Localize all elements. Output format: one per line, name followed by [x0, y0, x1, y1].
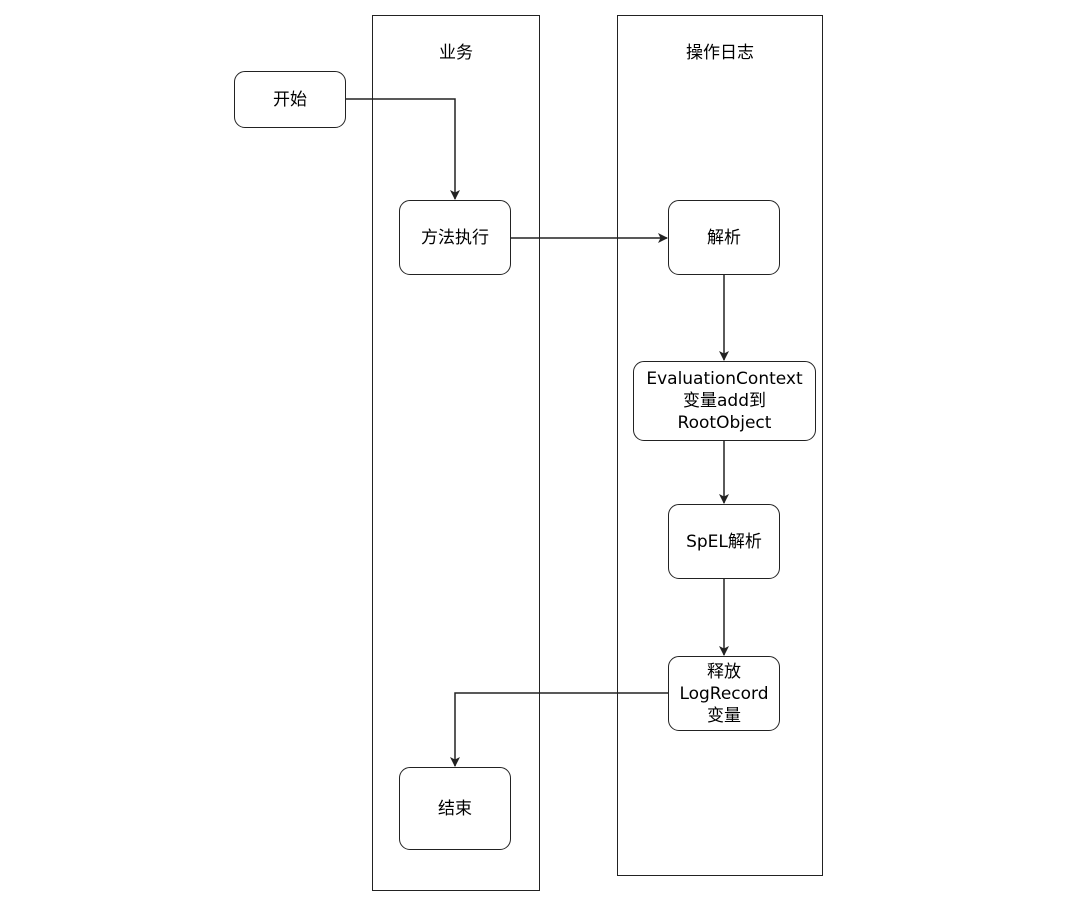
node-end-label: 结束: [438, 798, 472, 819]
lane-operation-log: 操作日志: [617, 15, 823, 876]
node-start-label: 开始: [273, 89, 307, 110]
node-release-line-1: 释放: [707, 661, 741, 682]
node-method-execute: 方法执行: [399, 200, 511, 275]
node-release-line-3: 变量: [707, 705, 741, 726]
node-evaluation-context-line-2: 变量add到: [683, 391, 766, 411]
node-parse-label: 解析: [707, 227, 741, 248]
lane-operation-log-title: 操作日志: [686, 43, 754, 63]
node-evaluation-context-line-1: EvaluationContext: [646, 369, 803, 389]
node-evaluation-context-line-3: RootObject: [677, 413, 772, 433]
node-release-line-2: LogRecord: [679, 683, 769, 704]
lane-business-title: 业务: [439, 43, 473, 63]
node-release-logrecord: 释放 LogRecord 变量: [668, 656, 780, 731]
node-method-execute-label: 方法执行: [421, 227, 489, 248]
node-end: 结束: [399, 767, 511, 850]
lane-business: 业务: [372, 15, 540, 891]
node-spel-parse: SpEL解析: [668, 504, 780, 579]
node-spel-parse-label: SpEL解析: [686, 531, 762, 552]
node-start: 开始: [234, 71, 346, 128]
node-evaluation-context: EvaluationContext 变量add到 RootObject: [633, 361, 816, 441]
node-parse: 解析: [668, 200, 780, 275]
